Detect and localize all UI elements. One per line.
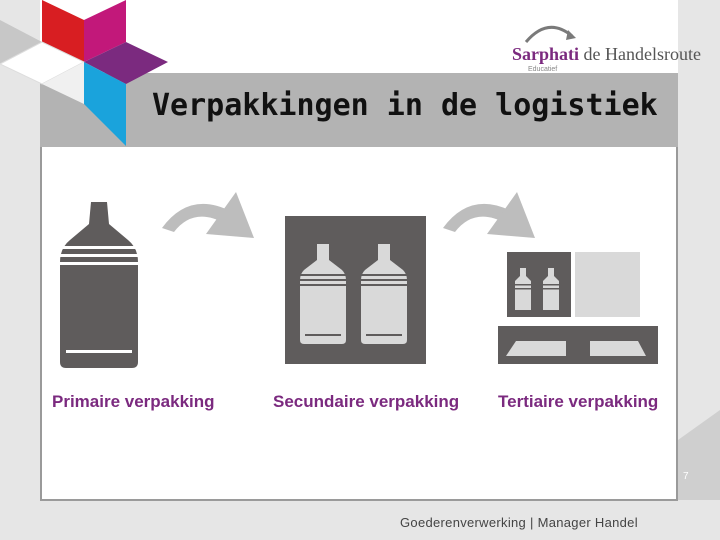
curved-arrow-icon xyxy=(162,192,254,238)
title-bar xyxy=(40,73,678,147)
decorative-star-logo-icon xyxy=(0,0,168,146)
curved-arrow-icon xyxy=(443,192,535,238)
sarphati-logo: Sarphati de Handelsroute Educatief xyxy=(508,18,701,76)
page-title: Verpakkingen in de logistiek xyxy=(152,88,658,123)
label-secondary: Secundaire verpakking xyxy=(273,392,460,411)
primary-bottle-icon xyxy=(58,202,140,368)
footer-text: Goederenverwerking | Manager Handel xyxy=(400,515,638,530)
page-number: 7 xyxy=(683,471,689,482)
label-tertiary: Tertiaire verpakking xyxy=(498,392,659,411)
secondary-box-icon xyxy=(285,216,426,364)
logo-wordmark: Sarphati de Handelsroute xyxy=(512,44,701,65)
logo-arc-icon xyxy=(524,25,576,43)
logo-subtitle: Educatief xyxy=(528,66,558,73)
logo-brand: Sarphati xyxy=(512,44,580,64)
label-primary: Primaire verpakking xyxy=(52,392,215,411)
logo-rest: de Handelsroute xyxy=(579,44,701,64)
tertiary-pallet-icon xyxy=(498,252,658,364)
